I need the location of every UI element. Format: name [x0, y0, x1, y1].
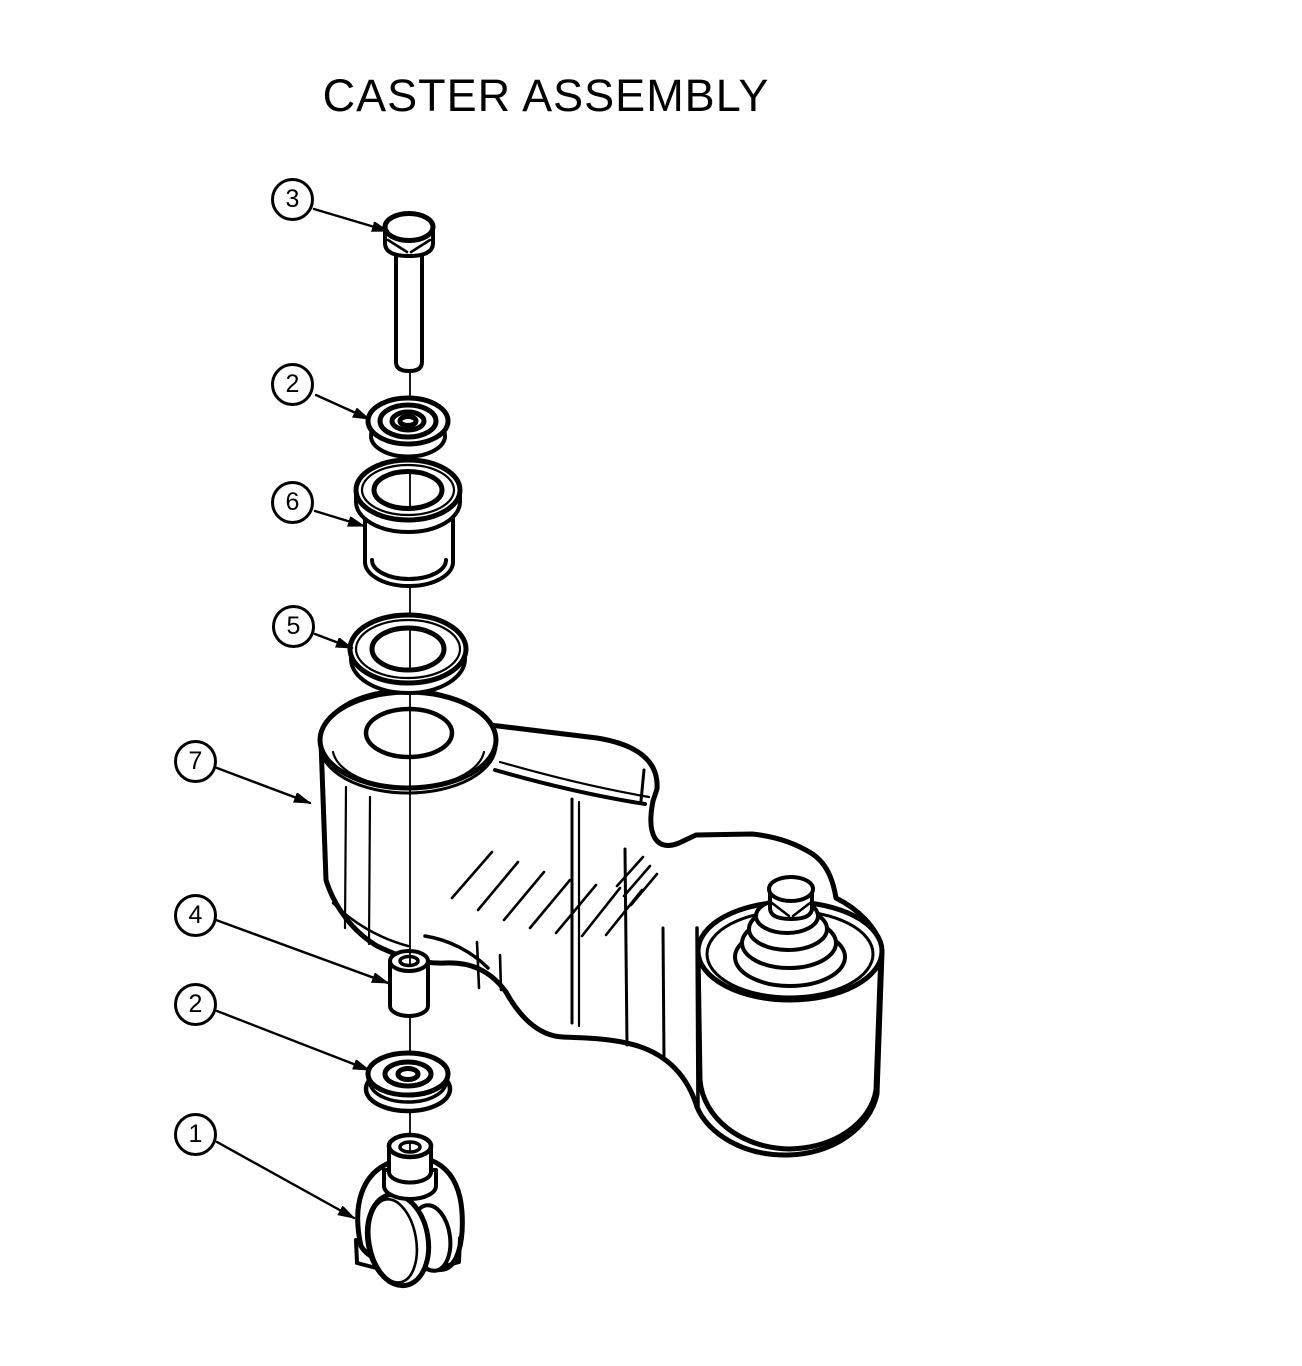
diagram-title: CASTER ASSEMBLY [322, 70, 770, 121]
bottom-washer-face [365, 1050, 451, 1098]
callout-balloon-6: 6 [271, 481, 314, 524]
leader-line-1 [215, 1140, 356, 1220]
bushing-bore [371, 469, 445, 511]
callout-balloon-5: 5 [272, 605, 315, 648]
leader-line-2-lower [215, 1009, 371, 1072]
callout-balloon-2-upper: 2 [271, 363, 314, 406]
callout-balloon-7: 7 [174, 740, 217, 783]
flat-washer-face [347, 612, 469, 686]
callout-balloon-4: 4 [174, 894, 217, 937]
assembled-bolt-head-top [767, 875, 815, 903]
spacer-drawing [388, 949, 430, 1018]
spacer-body [388, 960, 430, 1018]
spacer-hole [398, 954, 420, 968]
leader-line-2-upper [314, 393, 371, 421]
callout-balloon-2-lower: 2 [174, 983, 217, 1026]
left-boss-hole [363, 706, 455, 760]
bushing-drawing [353, 457, 463, 588]
top-washer-drawing [365, 395, 451, 459]
bolt-head-top [382, 211, 436, 243]
right-caster-mount-drawing [695, 875, 885, 1152]
callout-balloon-3: 3 [271, 178, 314, 221]
leader-line-7 [215, 766, 312, 805]
leader-line-3 [312, 207, 390, 233]
bolt-drawing [382, 211, 436, 373]
hatch-lines [450, 850, 659, 938]
leader-lines [214, 207, 390, 1220]
leader-line-4 [214, 918, 390, 985]
arm-fillet-line [423, 934, 490, 970]
bolt-shank [394, 245, 424, 373]
callout-balloon-1: 1 [174, 1113, 217, 1156]
flat-washer-drawing [347, 612, 469, 695]
leader-line-6 [313, 509, 366, 528]
leader-line-5 [313, 632, 354, 650]
caster-wheel-drawing [354, 1132, 465, 1289]
boss-bottom-inner-edge [331, 901, 410, 948]
right-boss-body [695, 949, 884, 1152]
bottom-washer-drawing [363, 1050, 453, 1114]
